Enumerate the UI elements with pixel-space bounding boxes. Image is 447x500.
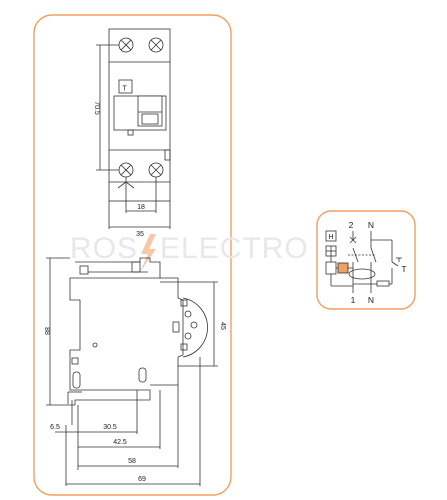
test-button-label: T <box>123 86 128 93</box>
side-dim-horizontal-1: 30.5 <box>103 424 117 431</box>
side-dim-depth: 45 <box>219 322 226 330</box>
schematic-indicator-label: H <box>328 234 333 241</box>
schematic-frame <box>316 210 416 310</box>
schematic <box>325 230 402 293</box>
front-dim-terminal-pitch: 18 <box>137 204 145 211</box>
coil-accent <box>337 262 349 274</box>
watermark-left: ROS <box>70 232 138 265</box>
side-dim-height: 88 <box>43 327 50 335</box>
schematic-test-label: T <box>401 264 406 274</box>
schematic-label-top-1: 2 <box>349 220 354 230</box>
front-dim-height: 70.5 <box>93 101 100 115</box>
top-terminals <box>118 37 164 53</box>
side-body <box>69 257 161 405</box>
side-view <box>46 257 218 486</box>
indicator-box <box>325 230 337 242</box>
watermark: ROS ELECTRO <box>70 232 309 272</box>
front-body <box>108 28 171 202</box>
schematic-label-bottom-2: N <box>368 295 374 305</box>
watermark-right: ELECTRO <box>160 232 309 265</box>
bottom-terminals <box>118 162 164 178</box>
side-dim-horizontal-4: 69 <box>138 476 146 483</box>
front-view: T <box>96 28 171 229</box>
schematic-label-bottom-1: 1 <box>351 295 356 305</box>
schematic-label-top-2: N <box>368 220 374 230</box>
front-dim-width: 35 <box>136 231 144 238</box>
watermark-bolt <box>140 234 156 272</box>
side-dim-horizontal-2: 42.5 <box>113 439 127 446</box>
main-frame <box>33 14 232 496</box>
side-dim-rail: 6.5 <box>50 424 60 431</box>
dial <box>182 297 208 358</box>
test-button <box>118 79 133 94</box>
side-dim-horizontal-3: 58 <box>128 458 136 465</box>
